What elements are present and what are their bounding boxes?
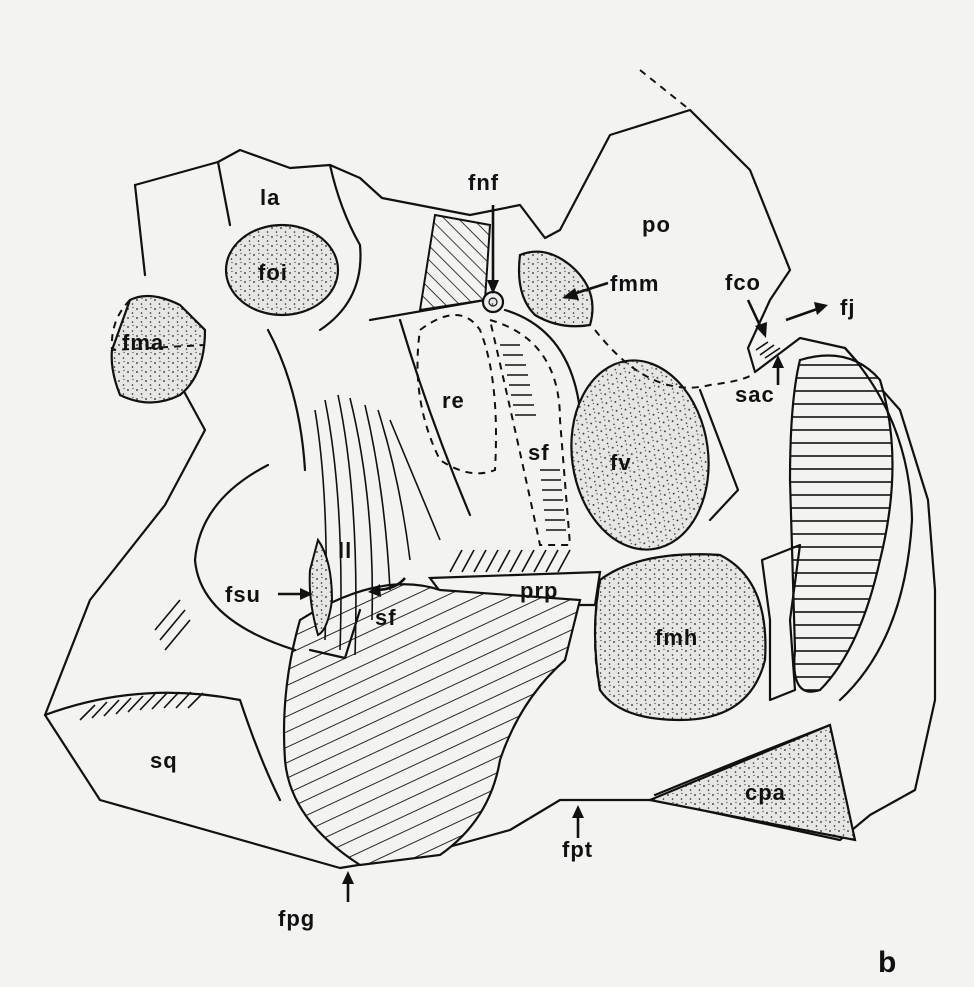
label-fj: fj [840, 295, 855, 320]
label-foi: foi [258, 260, 288, 285]
fmm-foramen [519, 252, 593, 327]
panel-label: b [878, 946, 897, 979]
sf-hatch-marks [500, 345, 566, 530]
label-fnf: fnf [468, 170, 499, 195]
fpt-arrow [572, 805, 584, 838]
label-cpa: cpa [745, 780, 786, 805]
label-fmh: fmh [655, 625, 698, 650]
fj-arrow [786, 302, 828, 320]
label-fma: fma [122, 330, 164, 355]
fpg-arrow [342, 871, 354, 902]
la-border [218, 162, 230, 225]
label-fpg: fpg [278, 906, 315, 931]
sf-channel [490, 320, 570, 545]
label-po: po [642, 212, 671, 237]
prp-top-hatch [450, 550, 570, 572]
la-ridge [268, 330, 305, 470]
label-fv: fv [610, 450, 632, 475]
fco-arrow [748, 300, 767, 338]
hatched-region-top [420, 215, 490, 310]
fv-foramen [559, 351, 720, 558]
label-fsu: fsu [225, 582, 261, 607]
sac-arrow [772, 355, 784, 385]
label-prp: prp [520, 578, 558, 603]
ridge-line-2 [400, 320, 470, 515]
horizontal-hatched-region [790, 356, 893, 692]
label-fpt: fpt [562, 837, 593, 862]
sq-hatch [80, 600, 203, 720]
label-sf-lower: sf [375, 605, 397, 630]
label-fco: fco [725, 270, 761, 295]
sq-upper-border [45, 693, 280, 800]
label-ll: ll [338, 538, 352, 563]
label-sf-upper: sf [528, 440, 550, 465]
label-sac: sac [735, 382, 775, 407]
diagonal-hatched-region [284, 584, 580, 865]
left-crest [195, 465, 295, 650]
label-la: la [260, 185, 280, 210]
label-fmm: fmm [610, 271, 659, 296]
dashed-suture-top [640, 70, 690, 110]
outline-left-edge [135, 185, 145, 275]
fsu-arrow [278, 588, 313, 600]
label-re: re [442, 388, 465, 413]
label-sq: sq [150, 748, 178, 773]
